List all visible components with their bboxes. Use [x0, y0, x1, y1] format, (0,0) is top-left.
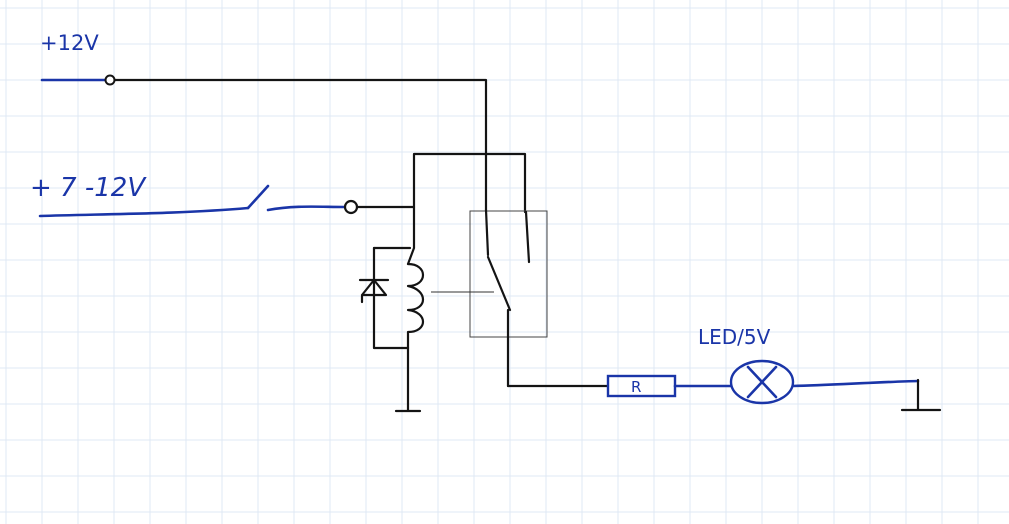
wire-to-ground — [791, 379, 920, 388]
relay-coil — [406, 262, 425, 350]
led — [729, 359, 795, 405]
label-supply-12v: +12V — [40, 31, 99, 55]
label-resistor: R — [631, 378, 641, 396]
supply-12v-line — [40, 74, 488, 212]
label-led: LED/5V — [698, 325, 771, 349]
supply-7-12v-line — [38, 184, 415, 218]
relay-contacts — [484, 208, 531, 388]
diode — [358, 278, 390, 304]
terminal-12v — [104, 74, 116, 86]
resistor — [606, 374, 733, 398]
coil-branch — [372, 205, 425, 413]
label-supply-7-12v: + 7 -12V — [30, 173, 147, 203]
terminal-7-12v — [343, 199, 359, 215]
switch-lever — [246, 184, 270, 210]
loop-to-contact — [412, 152, 527, 214]
relay-armature — [486, 255, 512, 312]
ground-right — [900, 378, 942, 412]
